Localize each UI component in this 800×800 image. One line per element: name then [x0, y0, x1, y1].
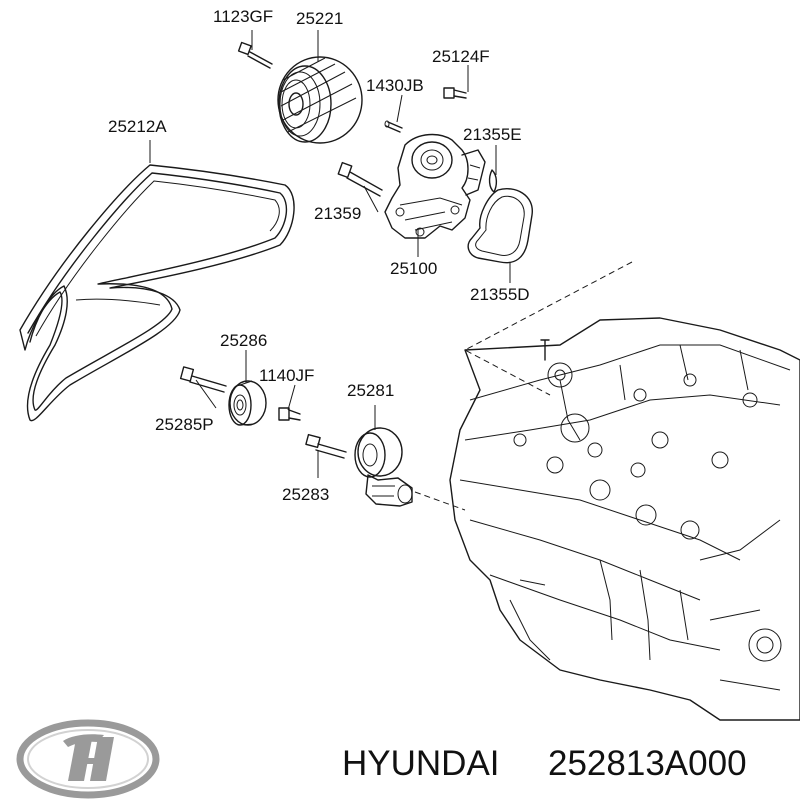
pulley-25221	[277, 56, 363, 144]
bolt-1140jf	[278, 407, 301, 421]
bolt-1123gf	[237, 41, 273, 69]
label-21355d: 21355D	[470, 285, 530, 304]
label-25221: 25221	[296, 9, 343, 28]
label-25283: 25283	[282, 485, 329, 504]
label-1430jb: 1430JB	[366, 76, 424, 95]
tensioner-25281	[354, 427, 413, 507]
gasket-21355e	[488, 169, 498, 193]
label-25285p: 25285P	[155, 415, 214, 434]
idler-pulley-25286	[228, 380, 267, 426]
label-21355e: 21355E	[463, 125, 522, 144]
label-25286: 25286	[220, 331, 267, 350]
hyundai-logo-icon	[16, 719, 160, 799]
part-number: 252813A000	[548, 744, 747, 783]
leader-lines	[149, 30, 511, 478]
label-1123gf: 1123GF	[213, 7, 273, 26]
engine-block	[449, 317, 800, 721]
bolt-25283	[305, 433, 347, 459]
gasket-21355d	[467, 188, 533, 264]
pin-1430jb	[384, 120, 403, 133]
bolt-25124f	[443, 87, 467, 99]
label-25100: 25100	[390, 259, 437, 278]
label-21359: 21359	[314, 204, 361, 223]
drive-belt-25212a	[19, 164, 295, 422]
bolt-25285p	[179, 366, 227, 393]
label-25212a: 25212A	[108, 117, 167, 136]
water-pump-25100	[384, 133, 486, 239]
label-25124f: 25124F	[432, 47, 490, 66]
dashed-reference-line-tensioner	[414, 491, 466, 511]
brand-name: HYUNDAI	[342, 744, 500, 783]
bolt-21359	[337, 161, 383, 197]
label-25281: 25281	[347, 381, 394, 400]
label-1140jf: 1140JF	[259, 366, 314, 385]
dashed-reference-line-pump	[463, 261, 633, 396]
